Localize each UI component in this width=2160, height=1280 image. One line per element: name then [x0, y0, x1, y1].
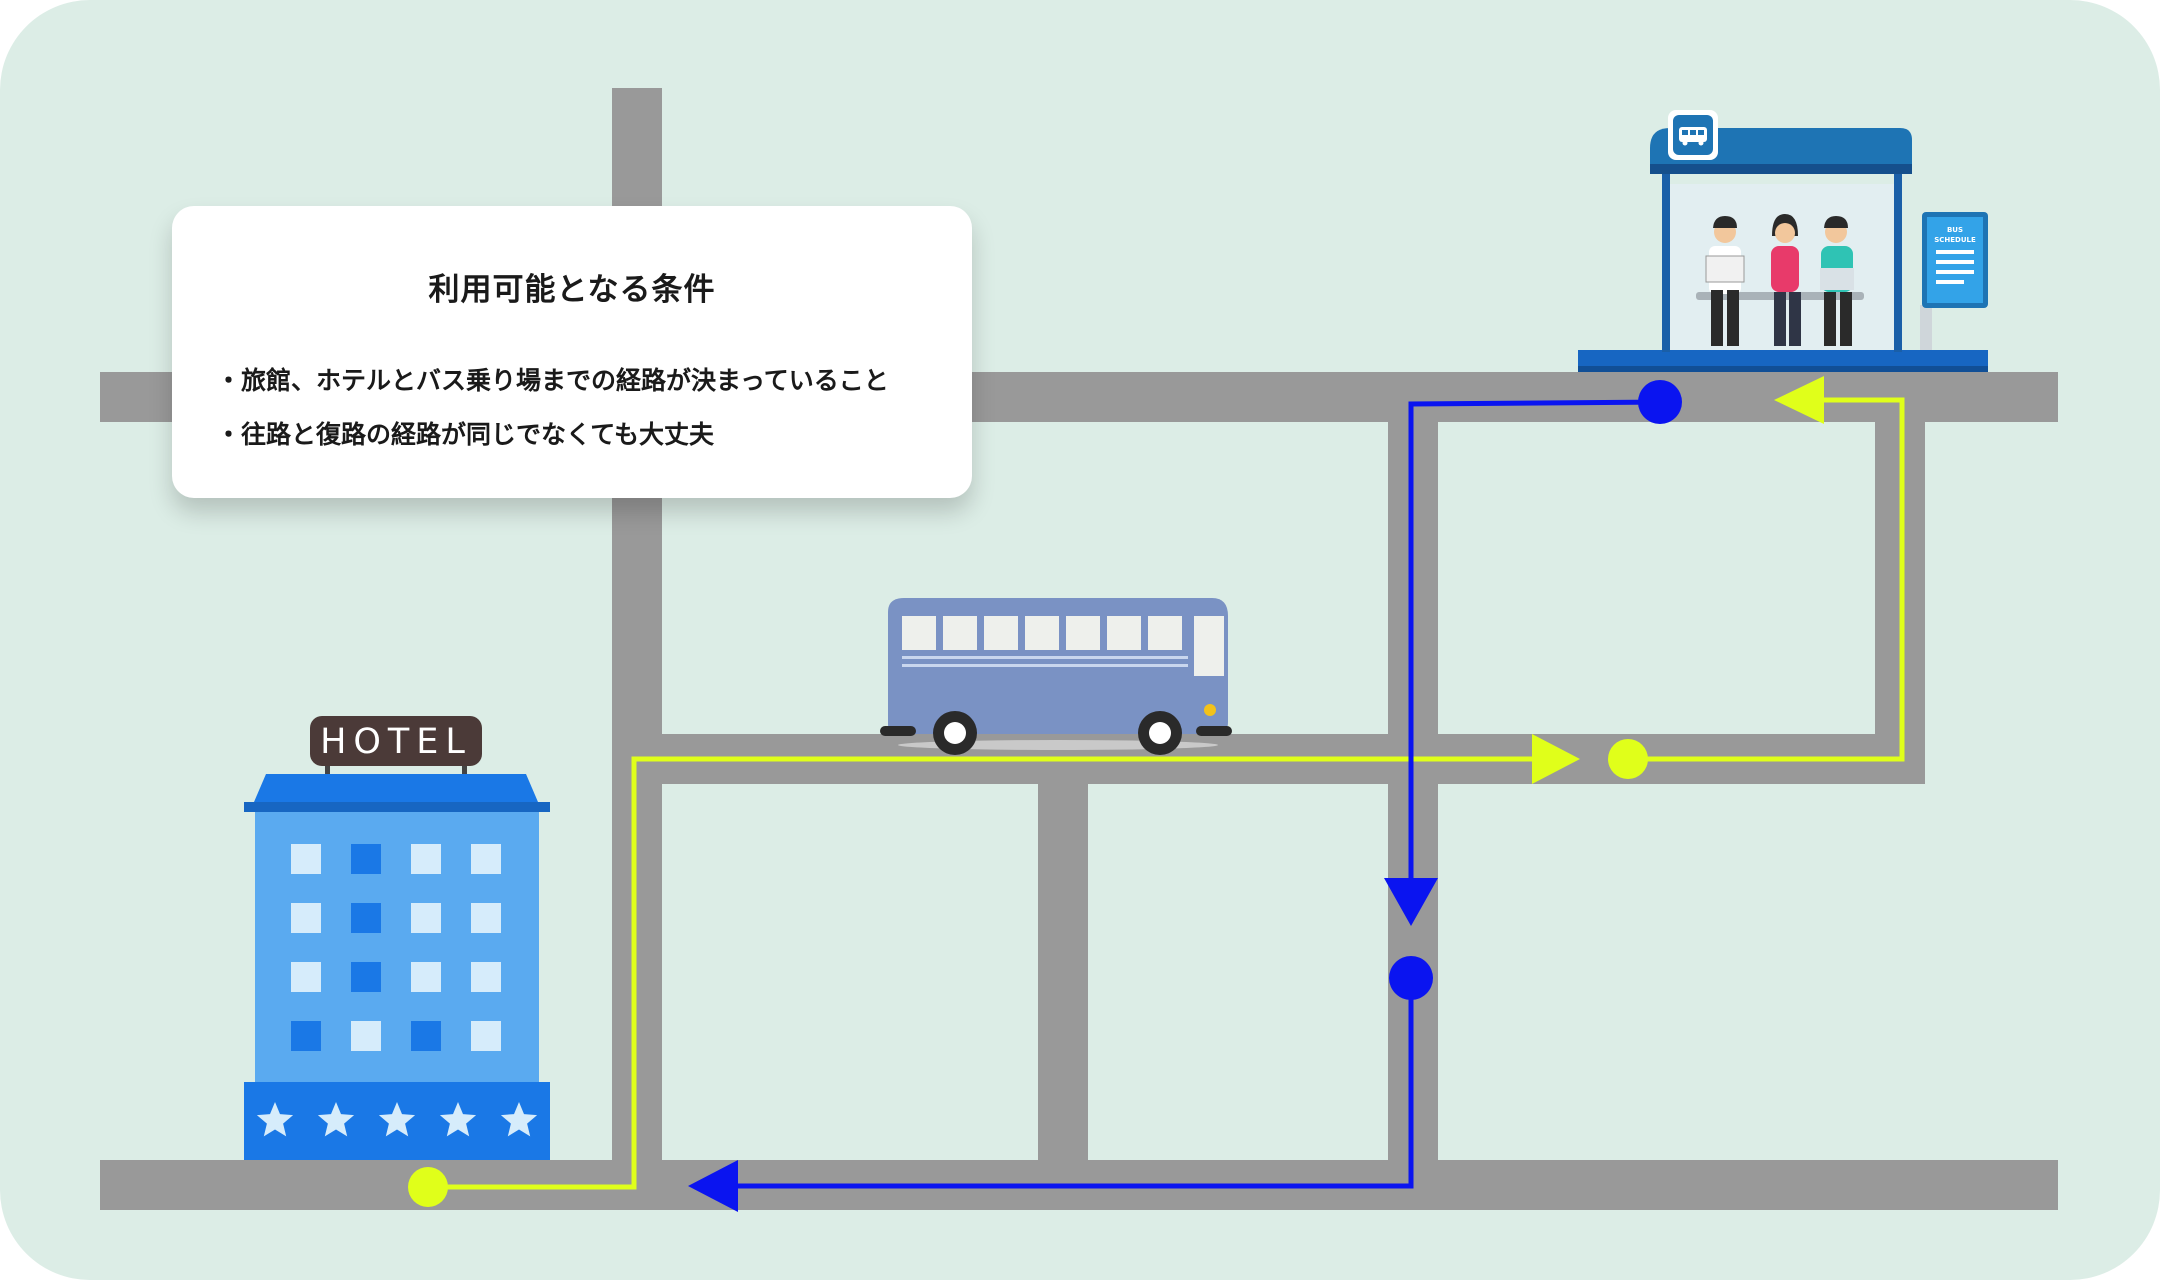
- conditions-title: 利用可能となる条件: [428, 272, 716, 308]
- passenger-with-laptop: [1820, 216, 1854, 346]
- star-icon: [317, 1102, 355, 1137]
- hotel-window: [411, 903, 441, 933]
- hotel-window: [291, 844, 321, 874]
- hotel-window: [291, 962, 321, 992]
- hotel-window: [471, 1021, 501, 1051]
- list-item: 旅館、ホテルとバス乗り場までの経路が決まっていること: [216, 354, 889, 408]
- return-arrow-west: [688, 1160, 738, 1212]
- outbound-route: [408, 376, 1905, 1207]
- hotel-window: [291, 1021, 321, 1051]
- return-arrow-south: [1384, 878, 1438, 926]
- passenger-with-phone: [1771, 214, 1801, 346]
- star-icon: [500, 1102, 538, 1137]
- return-waypoint-dot: [1389, 956, 1433, 1000]
- hotel-window: [351, 844, 381, 874]
- return-route: [688, 380, 1682, 1212]
- bus-stop-sign: [1668, 110, 1718, 160]
- outbound-arrow-west: [1774, 376, 1824, 424]
- star-icon: [256, 1102, 294, 1137]
- road-vertical-center: [1038, 734, 1088, 1210]
- svg-text:SCHEDULE: SCHEDULE: [1934, 236, 1976, 244]
- star-icon: [378, 1102, 416, 1137]
- hotel-window: [411, 962, 441, 992]
- hotel-window: [411, 844, 441, 874]
- outbound-start-dot: [408, 1167, 448, 1207]
- hotel-illustration: HOTEL: [244, 716, 550, 1160]
- hotel-sign-board: [310, 716, 482, 766]
- return-start-dot: [1638, 380, 1682, 424]
- hotel-window: [351, 1021, 381, 1051]
- hotel-window: [471, 962, 501, 992]
- hotel-window: [351, 962, 381, 992]
- hotel-window: [351, 903, 381, 933]
- star-icon: [439, 1102, 477, 1137]
- bus-illustration: [880, 598, 1232, 755]
- hotel-sign: HOTEL: [320, 722, 472, 762]
- hotel-window: [471, 903, 501, 933]
- bus-schedule-board: BUS SCHEDULE: [1934, 226, 1976, 284]
- hotel-window: [291, 903, 321, 933]
- conditions-list: 旅館、ホテルとバス乗り場までの経路が決まっていること 往路と復路の経路が同じでな…: [216, 354, 889, 462]
- schedule-board-icon: [1936, 250, 1974, 284]
- hotel-window: [471, 844, 501, 874]
- passenger-with-newspaper: [1705, 216, 1745, 346]
- svg-text:BUS: BUS: [1947, 226, 1963, 234]
- outbound-arrow-east: [1532, 734, 1580, 784]
- conditions-card: 利用可能となる条件 旅館、ホテルとバス乗り場までの経路が決まっていること 往路と…: [172, 206, 972, 498]
- list-item: 往路と復路の経路が同じでなくても大丈夫: [216, 408, 889, 462]
- bus-icon: [1679, 127, 1707, 146]
- hotel-window: [411, 1021, 441, 1051]
- outbound-waypoint-dot: [1608, 739, 1648, 779]
- bus-stop-illustration: BUS SCHEDULE: [1578, 110, 1988, 372]
